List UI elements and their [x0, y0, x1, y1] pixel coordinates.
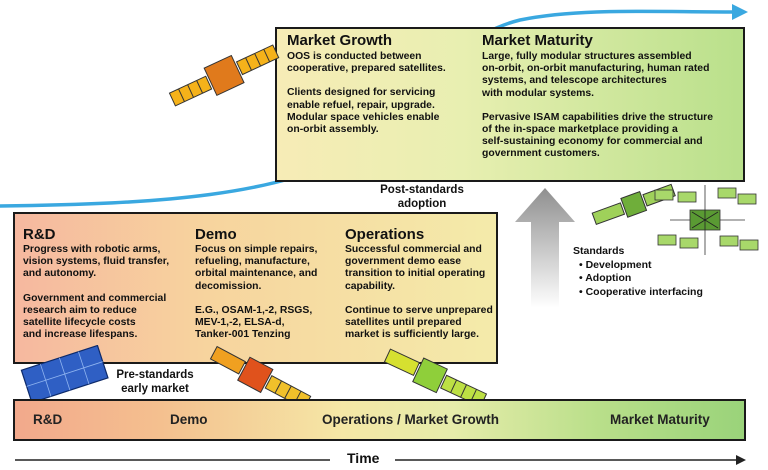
pre-standards-caption: Pre-standards early market: [116, 369, 194, 395]
timeline-label-demo: Demo: [170, 412, 208, 427]
solar-panel-blue-icon: [20, 345, 109, 404]
demo-title: Demo: [195, 226, 237, 243]
space-station-green-icon: [654, 185, 759, 255]
post-standards-caption: Post-standards adoption: [380, 184, 464, 210]
market-maturity-title: Market Maturity: [482, 32, 593, 49]
early-market-panel: [13, 212, 498, 364]
timeline-label-maturity: Market Maturity: [610, 412, 710, 427]
operations-title: Operations: [345, 226, 425, 243]
market-growth-title: Market Growth: [287, 32, 393, 49]
rnd-title: R&D: [23, 226, 56, 243]
operations-text: Successful commercial and government dem…: [345, 244, 493, 341]
time-arrow-icon: [15, 455, 746, 465]
up-arrow-icon: [515, 188, 575, 308]
market-maturity-text: Large, fully modular structures assemble…: [482, 51, 713, 160]
demo-text: Focus on simple repairs, refueling, manu…: [195, 244, 318, 341]
timeline-label-operations: Operations / Market Growth: [322, 412, 500, 427]
satellite-orange-icon: [168, 44, 280, 107]
market-growth-maturity-panel: [275, 27, 745, 182]
satellite-lower-green-icon: [383, 348, 488, 408]
time-axis-label: Time: [347, 450, 380, 466]
market-growth-text: OOS is conducted between cooperative, pr…: [287, 51, 446, 136]
standards-list: Standards • Development • Adoption • Coo…: [573, 245, 703, 298]
timeline-label-rnd: R&D: [33, 412, 63, 427]
timeline-phase-bar: [13, 399, 746, 441]
standards-title: Standards: [573, 245, 625, 257]
rnd-text: Progress with robotic arms, vision syste…: [23, 244, 170, 341]
